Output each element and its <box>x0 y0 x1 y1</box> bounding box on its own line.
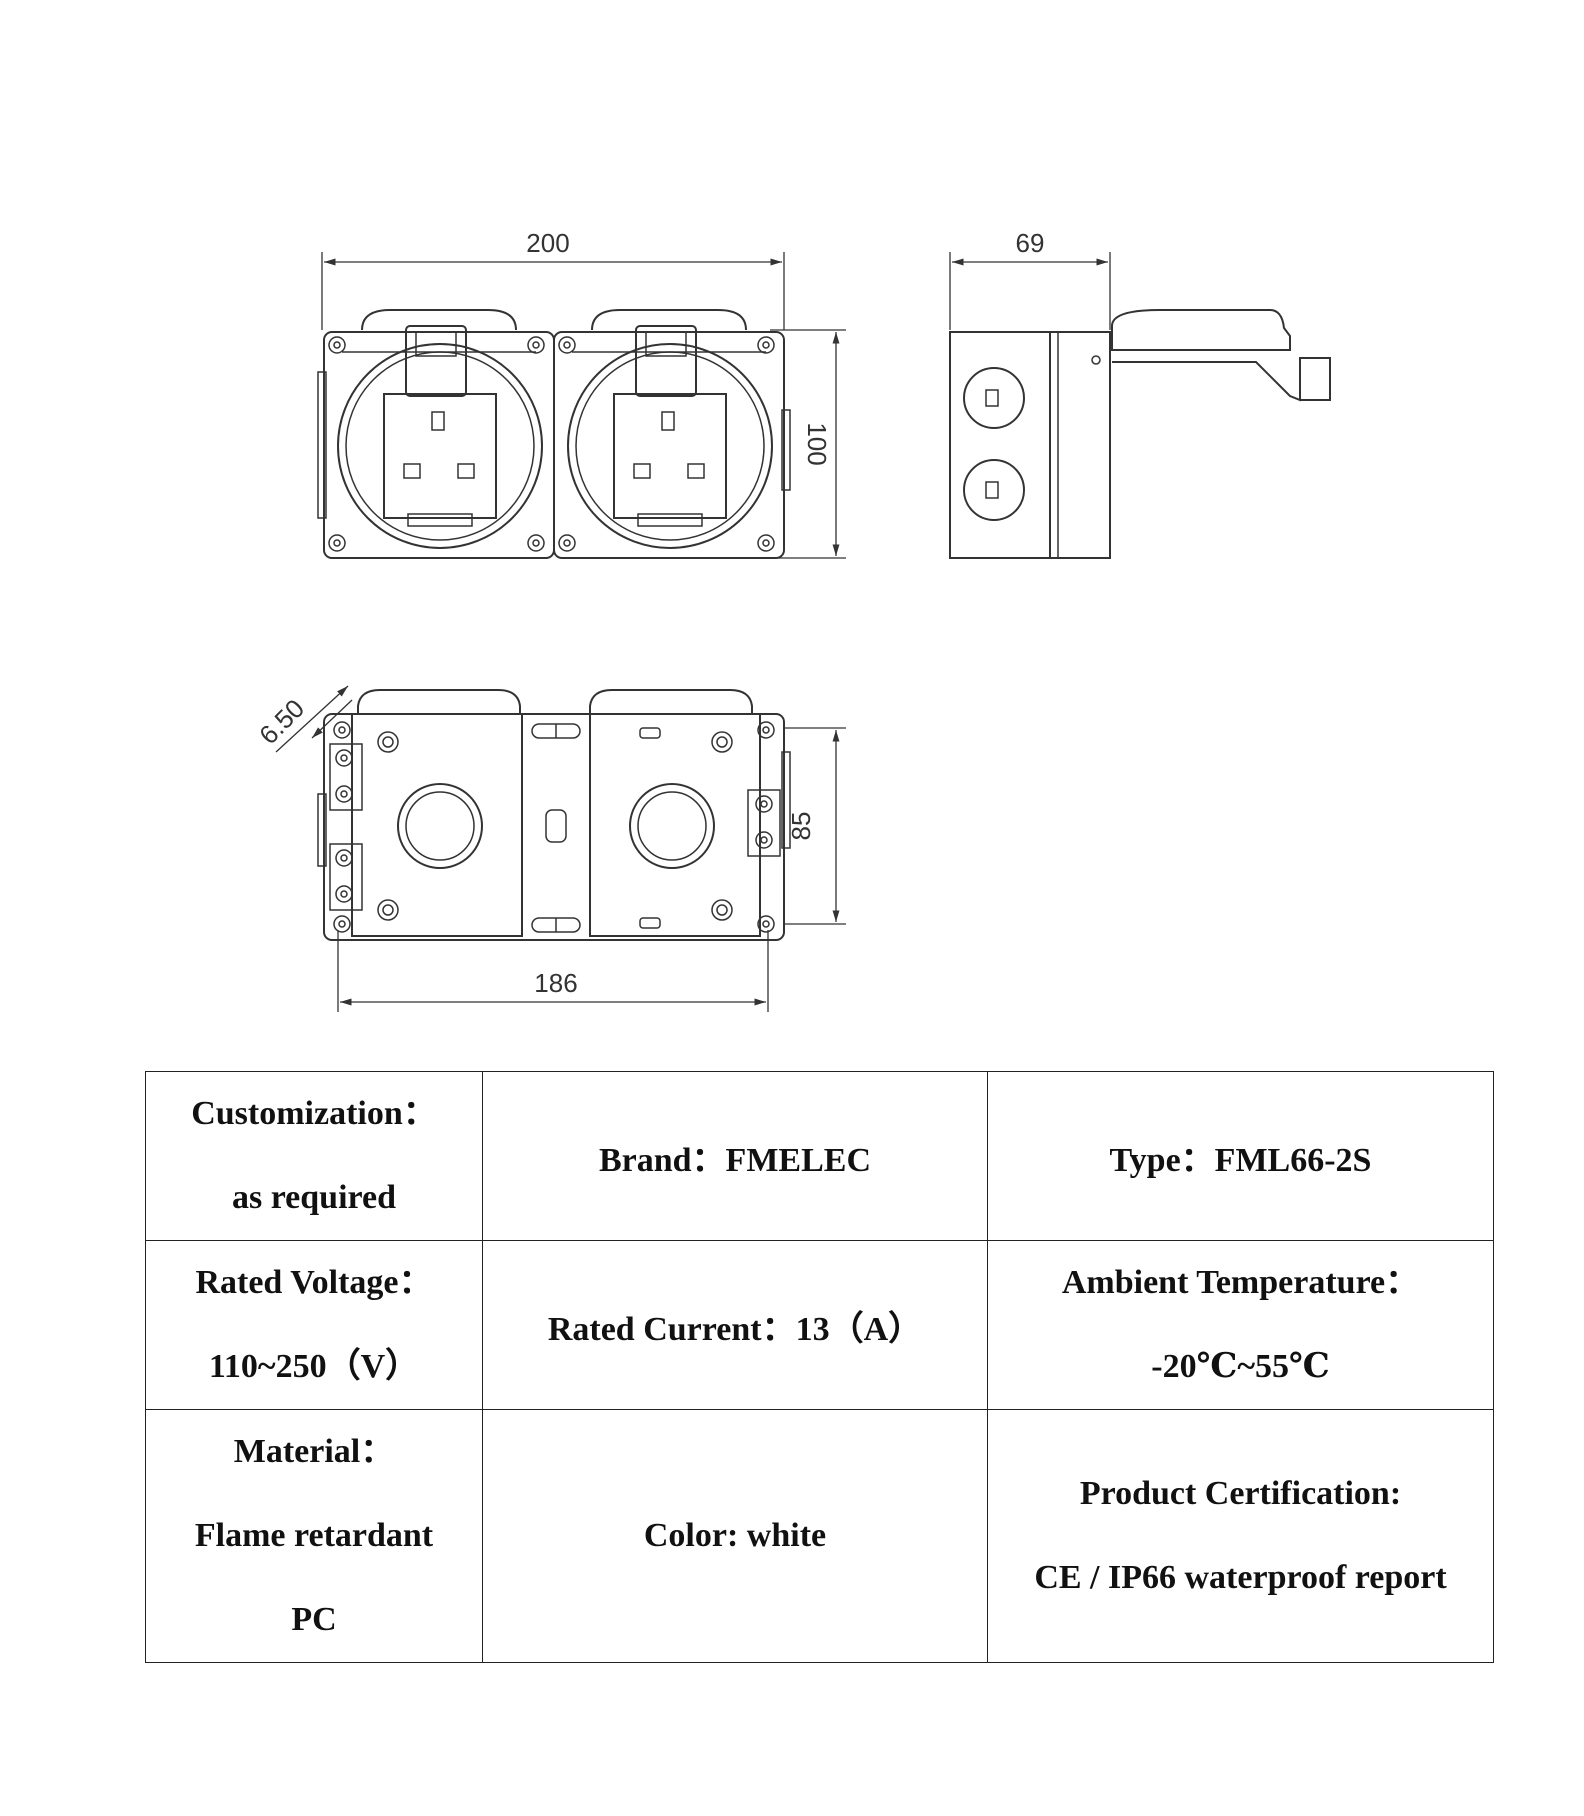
cell-line: as required <box>231 1179 397 1216</box>
cell-line: Color: white <box>643 1517 827 1554</box>
cell-line: Ambient Temperature： <box>1061 1264 1420 1301</box>
cell-line: CE / IP66 waterproof report <box>1034 1559 1447 1596</box>
cell-ambient-temperature: Ambient Temperature： -20℃~55℃ <box>987 1240 1494 1410</box>
cell-line: Product Certification: <box>1079 1475 1402 1512</box>
cell-line: Customization： <box>191 1095 437 1132</box>
cell-line: Rated Voltage： <box>195 1264 433 1301</box>
dim-side-depth: 69 <box>1016 228 1045 258</box>
cell-line: Type：FML66-2S <box>1109 1141 1372 1179</box>
cell-customization: Customization： as required <box>145 1071 483 1241</box>
cell-rated-current: Rated Current：13（A） <box>482 1240 988 1410</box>
cell-rated-voltage: Rated Voltage： 110~250（V） <box>145 1240 483 1410</box>
cell-type: Type：FML66-2S <box>987 1071 1494 1241</box>
cell-line: Brand：FMELEC <box>598 1141 872 1179</box>
cell-color: Color: white <box>482 1409 988 1663</box>
dim-back-height: 85 <box>786 812 816 841</box>
dim-back-width: 186 <box>534 968 577 998</box>
table-row: Material： Flame retardant PC Color: whit… <box>145 1409 1494 1663</box>
cell-line: Flame retardant <box>194 1517 434 1554</box>
dim-back-offset: 6.50 <box>253 693 310 750</box>
cell-line: -20℃~55℃ <box>1151 1348 1330 1385</box>
table-row: Customization： as required Brand：FMELEC … <box>145 1071 1494 1241</box>
side-view: 69 <box>949 228 1331 559</box>
dim-front-height: 100 <box>802 422 832 465</box>
technical-drawing: 200 100 <box>253 228 1331 1012</box>
spec-table: Customization： as required Brand：FMELEC … <box>145 1071 1494 1663</box>
front-view: 200 100 <box>317 228 846 559</box>
cell-line: Rated Current：13（A） <box>547 1310 923 1348</box>
table-row: Rated Voltage： 110~250（V） Rated Current：… <box>145 1240 1494 1410</box>
dim-front-width: 200 <box>526 228 569 258</box>
back-view: 6.50 85 186 <box>253 685 846 1012</box>
cell-material: Material： Flame retardant PC <box>145 1409 483 1663</box>
cell-line: PC <box>291 1601 337 1638</box>
cell-product-certification: Product Certification: CE / IP66 waterpr… <box>987 1409 1494 1663</box>
cell-brand: Brand：FMELEC <box>482 1071 988 1241</box>
cell-line: 110~250（V） <box>208 1348 420 1385</box>
cell-line: Material： <box>233 1433 395 1470</box>
